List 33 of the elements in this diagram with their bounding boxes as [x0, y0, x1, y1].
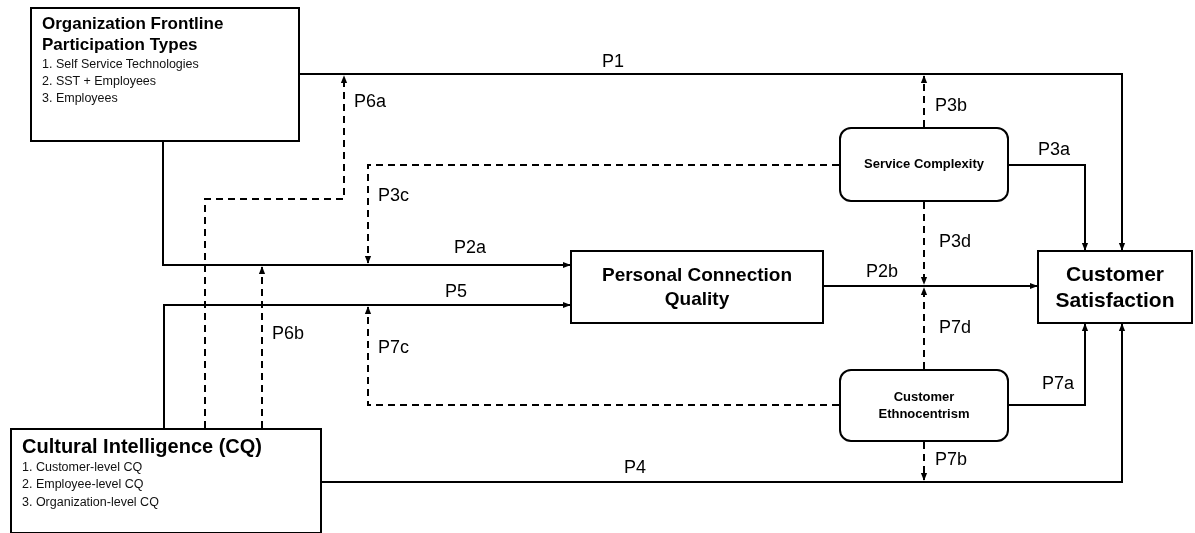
list-item: 1. Customer-level CQ: [22, 459, 143, 476]
box-title: Customer Ethnocentrism: [877, 389, 971, 422]
rounded-box: [839, 127, 1009, 202]
list-item: 2. SST + Employees: [42, 72, 157, 90]
arrow: [162, 141, 571, 269]
concept-box: [10, 428, 322, 533]
box-title: Organization Frontline Participation Types: [42, 13, 225, 56]
arrow: [1008, 323, 1089, 406]
arrow: [1008, 164, 1089, 251]
dashed-arrow: [364, 164, 840, 264]
dashed-arrow: [204, 75, 348, 429]
box-title: Cultural Intelligence (CQ): [22, 434, 263, 459]
arrow: [163, 301, 571, 429]
box-title: Service Complexity: [864, 156, 984, 173]
rounded-box: [839, 369, 1009, 442]
list-item: 3. Employees: [42, 90, 118, 107]
dashed-arrow: [364, 306, 840, 406]
dashed-arrow: [920, 287, 928, 370]
list-item: 2. Employee-level CQ: [22, 476, 144, 494]
box-title: Personal Connection Quality: [601, 263, 793, 311]
concept-box: [1037, 250, 1193, 324]
concept-box: [570, 250, 824, 324]
dashed-arrow: [920, 201, 928, 285]
dashed-arrow: [258, 266, 266, 429]
arrow: [321, 323, 1126, 483]
dashed-arrow: [920, 441, 928, 481]
dashed-arrow: [920, 75, 928, 128]
box-title: Customer Satisfaction: [1054, 260, 1176, 313]
list-item: 3. Organization-level CQ: [22, 493, 159, 511]
concept-box: [30, 7, 300, 142]
list-item: 1. Self Service Technologies: [42, 55, 199, 73]
arrow: [299, 73, 1126, 251]
arrow: [823, 282, 1038, 290]
